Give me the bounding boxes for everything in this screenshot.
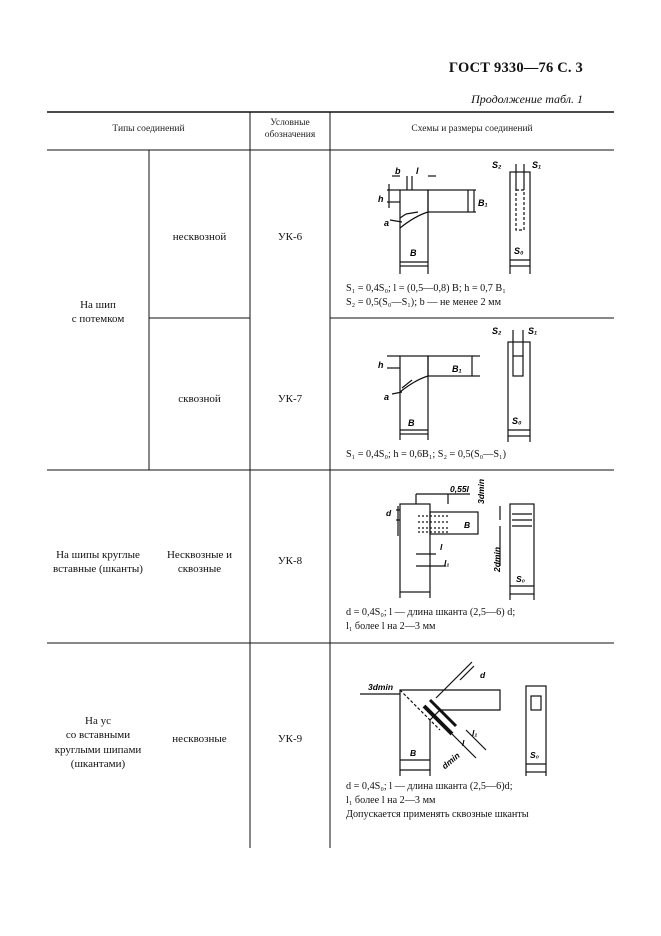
dim-d-label: d	[480, 670, 486, 680]
code-uk7: УК-7	[277, 393, 303, 405]
dim-l-label: l	[416, 166, 419, 176]
dim-055l-label: 0,55l	[450, 484, 470, 494]
formula-uk9: d = 0,4S₀; l — длина шканта (2,5—6)d; l₁…	[346, 780, 612, 821]
diagram-uk7: S₂ S₁ h B₁ a B S₀	[378, 326, 537, 442]
group-label-line: (шкантами)	[70, 757, 126, 770]
group-label-line: На шип	[80, 299, 116, 311]
group-label-line: с потемком	[71, 313, 125, 326]
dim-big-b-label: B	[408, 418, 415, 428]
group-label-line: На шипы круглые	[56, 549, 140, 561]
formula-uk7: S₁ = 0,4S₀; h = 0,6B₁; S₂ = 0,5(S₀—S₁)	[346, 448, 612, 462]
code-uk8: УК-8	[277, 555, 303, 567]
dim-s0-label: S₀	[514, 246, 524, 256]
dim-b1-label: B₁	[478, 198, 488, 208]
subtype-uk7: сквозной	[178, 393, 221, 405]
dim-s1-label: S₁	[532, 160, 541, 170]
formula-line: l₁ более l на 2—3 мм	[346, 794, 436, 806]
formula-line: d = 0,4S₀; l — длина шканта (2,5—6)d;	[346, 781, 513, 792]
group-label-miter: На ус со вставными круглыми шипами (шкан…	[47, 714, 149, 771]
code-uk6: УК-6	[277, 231, 303, 243]
formula-uk8: d = 0,4S₀; l — длина шканта (2,5—6) d; l…	[346, 606, 612, 634]
dim-l-label: l	[440, 542, 443, 552]
formula-line: S₁ = 0,4S₀; l = (0,5—0,8) B; h = 0,7 B₁	[346, 283, 506, 294]
dim-big-b-label: B	[410, 748, 416, 758]
formula-line: S₂ = 0,5(S₀—S₁); b — не менее 2 мм	[346, 296, 502, 308]
dim-2dmin-label: 2dmin	[492, 547, 502, 573]
dim-s2-label: S₂	[492, 160, 502, 170]
angle-a-label: a	[384, 218, 389, 228]
dim-dmin-label: dmin	[440, 750, 462, 771]
dim-s2-label: S₂	[492, 326, 502, 336]
subtype-line: сквозные	[177, 563, 222, 576]
dim-s0-label: S₀	[530, 750, 540, 760]
column-header-symbols-line1: Условные	[270, 118, 310, 128]
column-header-symbols: Условные обозначения	[250, 118, 330, 142]
column-header-types: Типы соединений	[112, 124, 185, 134]
dim-b-label: B	[464, 520, 470, 530]
diagram-uk9: 3dmin d l l₁ B dmin S₀	[360, 661, 547, 776]
dim-s1-label: S₁	[528, 326, 537, 336]
formula-line: S₁ = 0,4S₀; h = 0,6B₁; S₂ = 0,5(S₀—S₁)	[346, 449, 506, 460]
dim-l1-label: l₁	[472, 728, 477, 738]
group-label-line: со вставными	[65, 729, 131, 742]
dim-b-label: b	[395, 166, 401, 176]
subtype-uk6: несквозной	[172, 231, 227, 243]
diagram-uk8: 0,55l 3dmin d B 2dmin l l₁ S₀	[386, 479, 535, 600]
dim-s0-label: S₀	[512, 416, 522, 426]
group-label-line: вставные (шканты)	[53, 563, 143, 576]
code-uk9: УК-9	[277, 733, 303, 745]
group-label-tenon-with-haunch: На шип с потемком	[47, 298, 149, 327]
dim-h-label: h	[378, 360, 384, 370]
formula-line: Допускается применять сквозные шканты	[346, 808, 529, 820]
dim-d-label: d	[386, 508, 392, 518]
group-label-line: На ус	[85, 715, 111, 727]
table-continuation-label: Продолжение табл. 1	[471, 92, 583, 106]
formula-line: l₁ более l на 2—3 мм	[346, 620, 436, 632]
formula-uk6: S₁ = 0,4S₀; l = (0,5—0,8) B; h = 0,7 B₁ …	[346, 282, 612, 310]
group-label-dowels: На шипы круглые вставные (шканты)	[47, 548, 149, 577]
page-title: ГОСТ 9330—76 С. 3	[448, 60, 583, 76]
dim-3dmin-label: 3dmin	[476, 479, 486, 504]
dim-h-label: h	[378, 194, 384, 204]
subtype-uk9: несквозные	[172, 733, 227, 745]
column-header-schemes: Схемы и размеры соединений	[411, 124, 533, 134]
dim-3dmin-label: 3dmin	[368, 682, 393, 692]
column-header-symbols-line2: обозначения	[264, 129, 316, 140]
dim-s0-label: S₀	[516, 574, 526, 584]
dim-l-label: l	[462, 738, 465, 748]
dim-l1-label: l₁	[444, 558, 449, 568]
angle-a-label: a	[384, 392, 389, 402]
dim-big-b-label: B	[410, 248, 417, 258]
dim-b1-label: B₁	[452, 364, 462, 374]
formula-line: d = 0,4S₀; l — длина шканта (2,5—6) d;	[346, 607, 516, 618]
subtype-uk8: Несквозные и сквозные	[149, 548, 250, 577]
subtype-line: Несквозные и	[166, 549, 233, 561]
group-label-line: круглыми шипами	[54, 743, 142, 756]
diagram-uk6: b l S₂ S₁ h B₁ a B S₀	[378, 160, 541, 274]
